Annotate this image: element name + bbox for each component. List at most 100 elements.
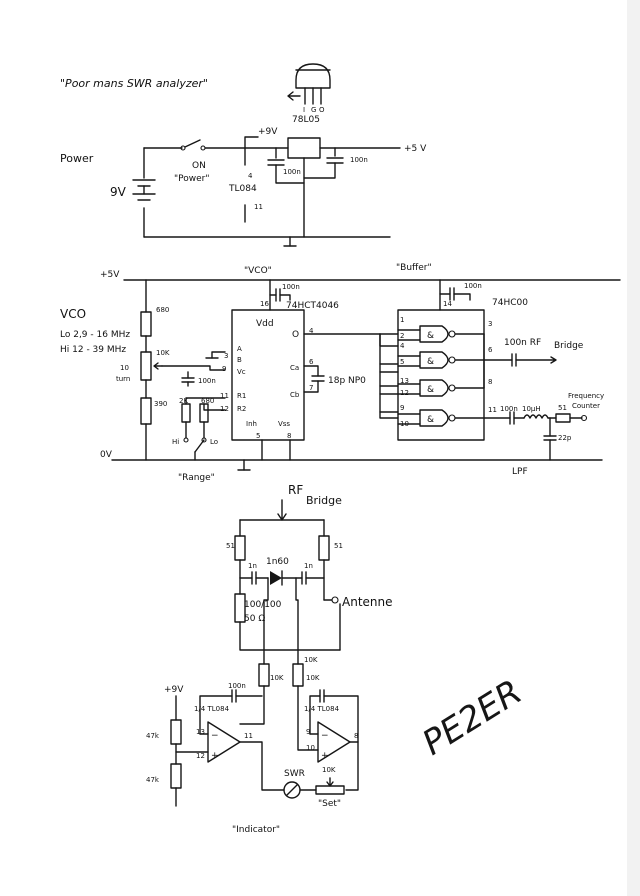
cap-22p-label: 22p: [558, 434, 572, 442]
r680-label: 680: [156, 306, 169, 314]
ic2-label: 74HC00: [492, 298, 528, 308]
nand-pin: 2: [400, 332, 404, 340]
r51a-label: 51: [226, 542, 235, 550]
nand-gate-1: &: [397, 325, 485, 343]
pin-11: 11: [220, 392, 229, 400]
battery-symbol: [132, 179, 156, 201]
indicator-label: "Indicator": [232, 825, 280, 835]
regulator-package-icon: I G O: [287, 63, 331, 114]
tl084-label: TL084: [228, 184, 257, 194]
opamp-2: [317, 721, 351, 763]
svg-text:O: O: [319, 106, 325, 114]
pot-turn-label: turn: [116, 375, 130, 383]
bridge-title: RF: [288, 483, 303, 497]
r51-label: 51: [558, 404, 567, 412]
nand-symbol: &: [427, 357, 434, 367]
regulator-label: 78L05: [292, 115, 320, 125]
set-pot-label: 10K: [322, 766, 336, 774]
diode-1n60: [270, 571, 282, 585]
rail-plus5v: +5V: [100, 270, 120, 280]
ind-plus9v: +9V: [164, 685, 184, 695]
pot-turn-num: 10: [120, 364, 129, 372]
pot-10k-label: 10K: [156, 349, 170, 357]
r680b-label: 680: [201, 397, 214, 405]
nand-symbol: &: [427, 385, 434, 395]
antenna-label: Antenne: [342, 595, 393, 609]
cap1n-a-label: 1n: [248, 562, 257, 570]
pin-8: 8: [287, 432, 291, 440]
opamp1-minus: −: [211, 731, 219, 741]
nand-symbol: &: [427, 331, 434, 341]
pin-vdd: Vdd: [256, 319, 274, 329]
r390-label: 390: [154, 400, 167, 408]
cap-vc-label: 100n: [198, 377, 216, 385]
pin-a: A: [237, 345, 242, 353]
nand-symbol: &: [427, 415, 434, 425]
r10k-a-label: 10K: [270, 674, 284, 682]
nand-pin: 9: [400, 404, 404, 412]
switch-on-label: ON: [192, 161, 206, 171]
tl084-pin4: 4: [248, 172, 253, 180]
nand-pin: 6: [488, 346, 493, 354]
tl084-pin11: 11: [254, 203, 263, 211]
power-section: 9V Power ON "Power" +9V 4 TL084 11 100n …: [60, 63, 427, 247]
oscillator-section: +5V "VCO" "Buffer" 0V VCO Lo 2,9 - 16 MH…: [60, 263, 621, 483]
opamp-1: [207, 721, 241, 763]
pin-14: 14: [443, 300, 452, 308]
opamp2-pin9: 9: [306, 728, 310, 736]
lpf-r-label: 100n: [500, 405, 518, 413]
r51b-label: 51: [334, 542, 343, 550]
vco-hi-range: Hi 12 - 39 MHz: [60, 345, 126, 355]
range-label: "Range": [178, 473, 215, 483]
pin-inh: Inh: [246, 420, 257, 428]
rf-bridge-label: Bridge: [554, 341, 584, 351]
nand-gate-4: &: [397, 409, 485, 427]
pin-12: 12: [220, 405, 229, 413]
nand-pin: 12: [400, 389, 409, 397]
diode-label: 1n60: [266, 557, 289, 567]
nand-pin: 4: [400, 342, 405, 350]
counter-connector-icon[interactable]: [580, 414, 588, 422]
switch-name-label: "Power": [174, 174, 210, 184]
ic1-label: 74HCT4046: [286, 301, 339, 311]
r47k-b-label: 47k: [146, 776, 160, 784]
opamp2-pin8: 8: [354, 732, 358, 740]
antenna-connector-icon[interactable]: [331, 596, 339, 604]
lpf-label: LPF: [512, 467, 528, 477]
lpf-l-label: 10µH: [522, 405, 541, 413]
range-hi: Hi: [172, 438, 179, 446]
cap-100n-in: 100n: [283, 168, 301, 176]
nand-gate-2: &: [397, 351, 485, 369]
cap-100n-out: 100n: [350, 156, 368, 164]
vco-lo-range: Lo 2,9 - 16 MHz: [60, 330, 130, 340]
nand-pin: 1: [400, 316, 404, 324]
indicator-section: +9V 47k 47k − + 13 12 11 1/4 TL084 100n …: [146, 682, 359, 835]
cap-ic1-label: 100n: [282, 283, 300, 291]
r50-label: 50 Ω: [244, 614, 265, 624]
vco-label: "VCO": [244, 266, 272, 276]
swr-label: SWR: [284, 769, 305, 779]
rf-out-label: 100n RF: [504, 338, 541, 348]
r10k-b-label: 10K: [306, 674, 320, 682]
power-section-label: Power: [60, 152, 94, 165]
rail-0v: 0V: [100, 450, 113, 460]
pin-ca: Ca: [290, 364, 299, 372]
pin-r1: R1: [237, 392, 246, 400]
ic-74hct4046: [231, 309, 305, 441]
cap1n-b-label: 1n: [304, 562, 313, 570]
rf-bridge-section: RF Bridge 51 51 1n 1n60 1n 100/100 50 Ω: [226, 483, 393, 687]
vco-title: VCO: [60, 307, 86, 321]
pin-6: 6: [309, 358, 314, 366]
cap-18p-label: 18p NP0: [328, 376, 366, 386]
cap100n-label: 100n: [228, 682, 246, 690]
pin-16: 16: [260, 300, 269, 308]
pin-o: O: [292, 330, 299, 340]
pin-7: 7: [309, 384, 313, 392]
pin-3: 3: [224, 352, 228, 360]
cap-ic2-label: 100n: [464, 282, 482, 290]
nand-pin: 10: [400, 420, 409, 428]
pin-9: 9: [222, 365, 226, 373]
opamp2-label: 1/4 TL084: [304, 705, 340, 713]
battery-label: 9V: [110, 185, 127, 199]
buffer-label: "Buffer": [396, 263, 432, 273]
